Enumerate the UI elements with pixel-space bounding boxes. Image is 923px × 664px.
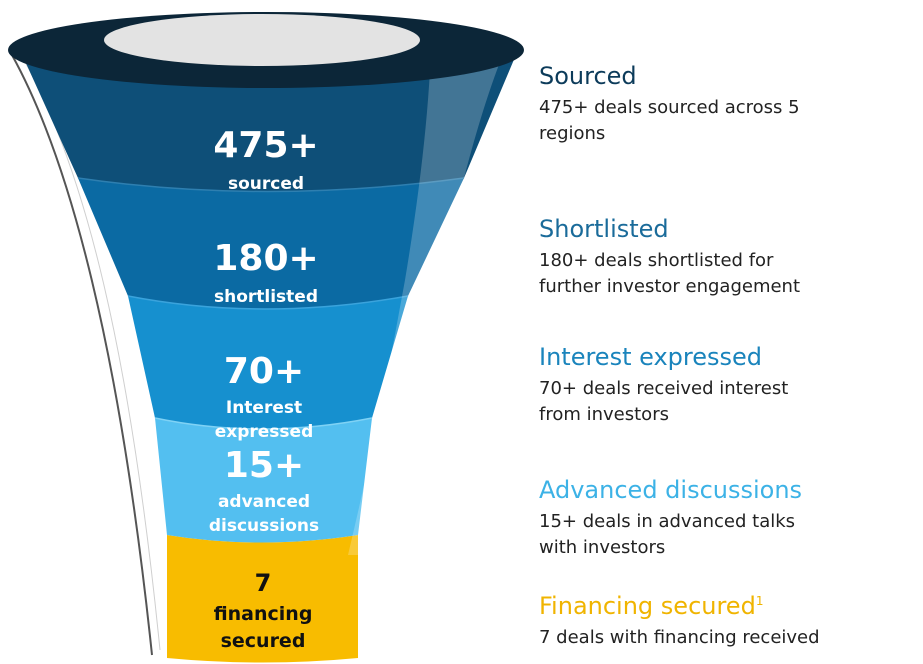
description-interest: Interest expressed 70+ deals received in…: [539, 343, 923, 428]
description-line-sourced-2: regions: [539, 123, 606, 144]
funnel-diagram: 475+ sourced 180+ shortlisted 70+ Intere…: [8, 12, 524, 663]
stage-divider: [127, 295, 409, 310]
funnel-stage-sourced[interactable]: [20, 50, 518, 192]
stage-label-interest-2: expressed: [215, 422, 314, 442]
description-shortlisted: Shortlisted 180+ deals shortlisted for f…: [539, 215, 923, 300]
stage-label-shortlisted: shortlisted: [214, 287, 318, 307]
description-line-shortlisted-1: 180+ deals shortlisted for: [539, 250, 774, 271]
description-title-sourced: Sourced: [539, 62, 637, 90]
stage-label-financing-2: secured: [221, 630, 306, 652]
description-line-financing-1: 7 deals with financing received: [539, 627, 820, 648]
funnel-highlight: [348, 62, 500, 555]
funnel-stage-advanced[interactable]: [155, 418, 372, 543]
description-line-sourced-1: 475+ deals sourced across 5: [539, 97, 800, 118]
stage-value-shortlisted: 180+: [213, 238, 318, 279]
funnel-stage-interest[interactable]: [128, 296, 408, 429]
stage-value-advanced: 15+: [224, 445, 304, 486]
stage-label-advanced: advanced: [218, 492, 310, 512]
funnel-stage-financing[interactable]: [167, 535, 358, 663]
description-line-shortlisted-2: further investor engagement: [539, 276, 801, 297]
stage-divider: [77, 177, 465, 193]
stage-value-interest: 70+: [224, 351, 304, 392]
stage-value-sourced: 475+: [213, 125, 318, 166]
funnel-outline: [11, 54, 153, 656]
funnel-stage-shortlisted[interactable]: [78, 178, 464, 309]
description-financing: Financing secured1 7 deals with financin…: [539, 587, 923, 651]
description-line-interest-1: 70+ deals received interest: [539, 378, 789, 399]
description-sourced: Sourced 475+ deals sourced across 5 regi…: [539, 62, 923, 147]
stage-divider: [154, 417, 373, 430]
stage-label-financing: financing: [214, 603, 313, 625]
stage-label-sourced: sourced: [228, 174, 304, 194]
stage-label-interest: Interest: [226, 398, 302, 418]
funnel-opening: [104, 14, 420, 66]
description-title-shortlisted: Shortlisted: [539, 215, 669, 243]
description-title-interest: Interest expressed: [539, 343, 763, 371]
description-title-financing-text: Financing secured: [539, 592, 756, 620]
description-line-interest-2: from investors: [539, 404, 669, 425]
description-title-financing: Financing secured1: [539, 587, 923, 620]
stage-label-advanced-2: discussions: [209, 516, 319, 536]
description-title-advanced: Advanced discussions: [539, 476, 803, 504]
description-advanced: Advanced discussions 15+ deals in advanc…: [539, 476, 923, 561]
description-line-advanced-2: with investors: [539, 537, 666, 558]
description-line-advanced-1: 15+ deals in advanced talks: [539, 511, 796, 532]
stage-value-financing: 7: [255, 569, 272, 597]
footnote-marker: 1: [755, 594, 764, 608]
